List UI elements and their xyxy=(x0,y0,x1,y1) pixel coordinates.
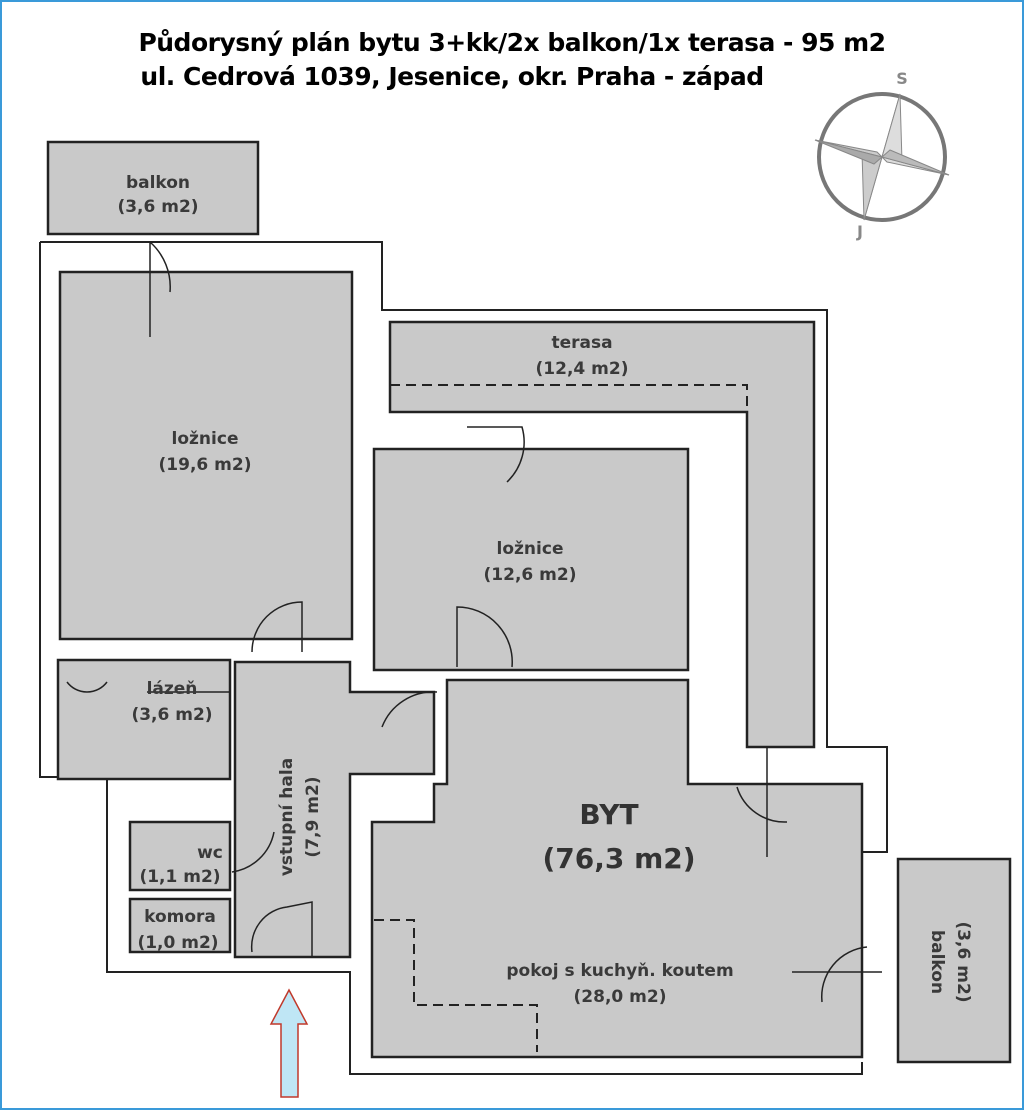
label-komora: komora xyxy=(144,907,216,927)
label-vstupni-hala: vstupní hala xyxy=(277,758,297,876)
room-terasa xyxy=(388,320,816,749)
entrance-arrow-icon xyxy=(269,988,309,1098)
label-terasa: terasa xyxy=(551,333,612,353)
area-komora: (1,0 m2) xyxy=(137,933,218,953)
label-lazen: lázeň xyxy=(147,679,198,699)
room-balkon-right xyxy=(896,857,1012,1064)
room-vstupni-hala xyxy=(233,660,436,959)
room-pokoj-byt xyxy=(370,678,864,1059)
label-balkon-top: balkon xyxy=(126,173,190,193)
room-loznice-small xyxy=(372,447,690,672)
compass-north-label: S xyxy=(896,69,908,88)
area-wc: (1,1 m2) xyxy=(139,867,220,887)
label-wc: wc xyxy=(197,843,223,863)
label-loznice-small: ložnice xyxy=(497,539,564,559)
room-balkon-top xyxy=(46,140,260,236)
area-balkon-top: (3,6 m2) xyxy=(117,197,198,217)
kitchen-boundary xyxy=(374,919,538,1052)
room-wc xyxy=(128,820,232,892)
area-lazen: (3,6 m2) xyxy=(131,705,212,725)
label-loznice-big: ložnice xyxy=(172,429,239,449)
label-byt: BYT xyxy=(579,798,638,831)
outer-wall-left xyxy=(39,242,863,1075)
area-terasa: (12,4 m2) xyxy=(536,359,629,379)
outer-wall xyxy=(40,241,888,853)
plan-title: Půdorysný plán bytu 3+kk/2x balkon/1x te… xyxy=(138,28,886,57)
plan-address: ul. Cedrová 1039, Jesenice, okr. Praha -… xyxy=(140,62,764,91)
area-byt: (76,3 m2) xyxy=(542,842,695,875)
area-pokoj: (28,0 m2) xyxy=(574,987,667,1007)
room-loznice-big xyxy=(58,270,354,641)
room-lazen xyxy=(56,658,232,781)
terasa-boundary xyxy=(390,384,748,747)
area-loznice-small: (12,6 m2) xyxy=(484,565,577,585)
area-vstupni-hala: (7,9 m2) xyxy=(303,776,323,857)
label-pokoj: pokoj s kuchyň. koutem xyxy=(506,961,733,981)
compass-icon: S J xyxy=(814,69,950,241)
label-balkon-right: balkon xyxy=(927,930,947,994)
door-swings xyxy=(66,241,882,1003)
room-komora xyxy=(128,897,232,954)
area-loznice-big: (19,6 m2) xyxy=(159,455,252,475)
compass-south-label: J xyxy=(856,222,863,241)
area-balkon-right: (3,6 m2) xyxy=(953,921,973,1002)
